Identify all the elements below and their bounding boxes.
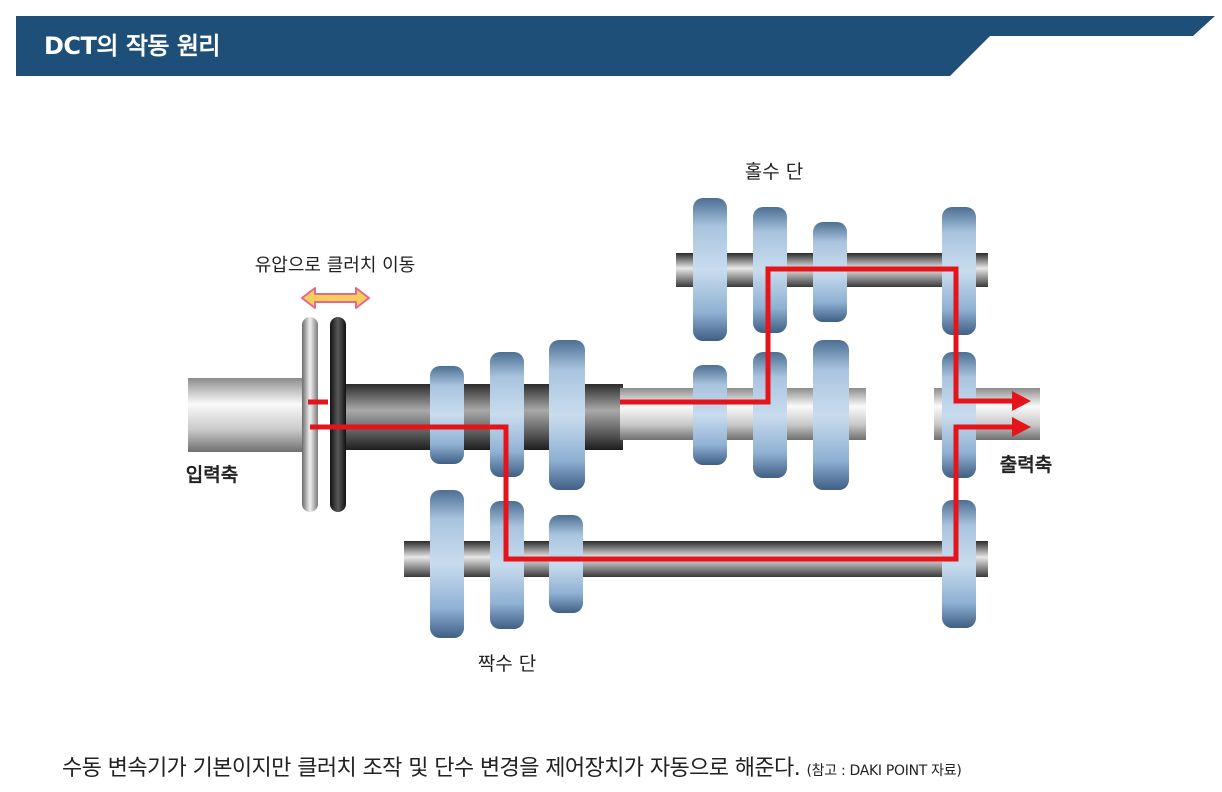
gear [549,340,585,490]
gear [549,515,583,613]
caption-text: 수동 변속기가 기본이지만 클러치 조작 및 단수 변경을 제어장치가 자동으로… [62,756,801,781]
clutch-plate-odd [302,317,318,512]
gear [942,352,976,478]
gear [753,352,787,478]
odd-power-flow-path [620,266,1014,405]
clutch-move-arrow [301,287,370,309]
gear [430,490,464,638]
even-gears-label: 짝수 단 [478,653,536,675]
clutch-plate-even [330,317,346,512]
gear [813,340,849,490]
input-shaft-label: 입력축 [186,464,238,486]
output-shaft-label: 출력축 [1000,454,1052,476]
gear [693,198,727,341]
gear [490,352,524,477]
odd-gears-label: 홀수 단 [745,161,803,183]
caption-source: (참고 : DAKI POINT 자료) [806,763,962,779]
gear [942,500,976,628]
page-title: DCT의 작동 원리 [44,32,221,60]
header-bar [16,16,1215,76]
clutch-label: 유압으로 클러치 이동 [255,255,415,276]
odd-output-arrowhead [1012,391,1031,411]
gear [813,222,847,322]
gear [490,501,524,629]
caption: 수동 변속기가 기본이지만 클러치 조작 및 단수 변경을 제어장치가 자동으로… [62,750,962,782]
even-output-arrowhead [1012,417,1031,437]
gear [430,366,464,464]
input-shaft [188,378,308,452]
gear [693,365,727,465]
gear [942,207,976,335]
even-power-flow-path [310,424,1014,562]
